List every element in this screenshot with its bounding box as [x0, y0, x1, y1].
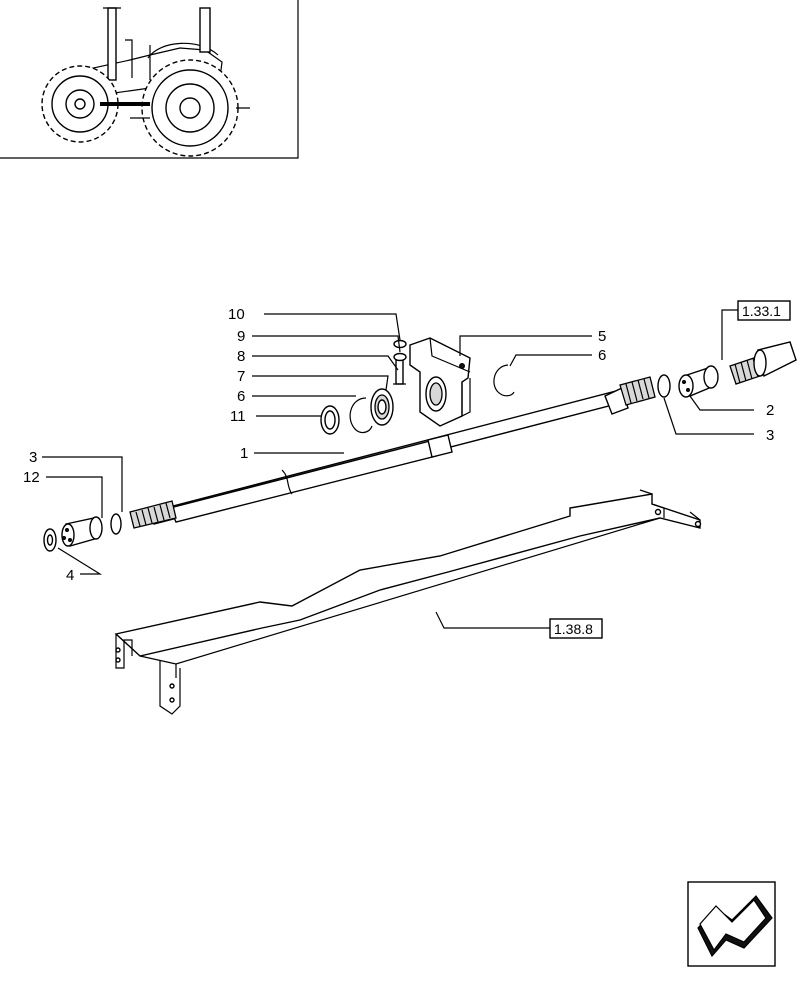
reference-label-1-38-8: 1.38.8 — [554, 621, 593, 637]
reference-box-1-38-8[interactable]: 1.38.8 — [549, 618, 603, 639]
callout-12: 12 — [23, 469, 40, 486]
callout-2: 2 — [766, 402, 774, 419]
previous-page-arrow-icon[interactable] — [687, 881, 776, 967]
leader-lines — [42, 309, 754, 629]
drive-shaft — [129, 376, 656, 529]
callout-8: 8 — [237, 348, 245, 365]
callout-6-upper: 6 — [598, 347, 606, 364]
callout-11: 11 — [230, 408, 246, 425]
callout-1: 1 — [240, 445, 248, 462]
frame-rail — [114, 489, 702, 715]
tractor-thumbnail — [0, 0, 299, 159]
callout-6-lower: 6 — [237, 388, 245, 405]
callout-7: 7 — [237, 368, 245, 385]
callout-5: 5 — [598, 328, 606, 345]
callout-9: 9 — [237, 328, 245, 345]
callout-labels: 10 9 8 7 6 11 1 5 6 3 12 4 2 3 — [23, 306, 774, 584]
callout-3-right: 3 — [766, 427, 774, 444]
support-assembly — [320, 337, 515, 435]
reference-label-1-33-1: 1.33.1 — [742, 303, 781, 319]
callout-10: 10 — [228, 306, 245, 323]
reference-box-1-33-1[interactable]: 1.33.1 — [737, 300, 791, 321]
callout-4: 4 — [66, 567, 74, 584]
left-end-parts — [43, 513, 122, 552]
callout-3-left: 3 — [29, 449, 37, 466]
right-end-parts — [657, 341, 797, 398]
